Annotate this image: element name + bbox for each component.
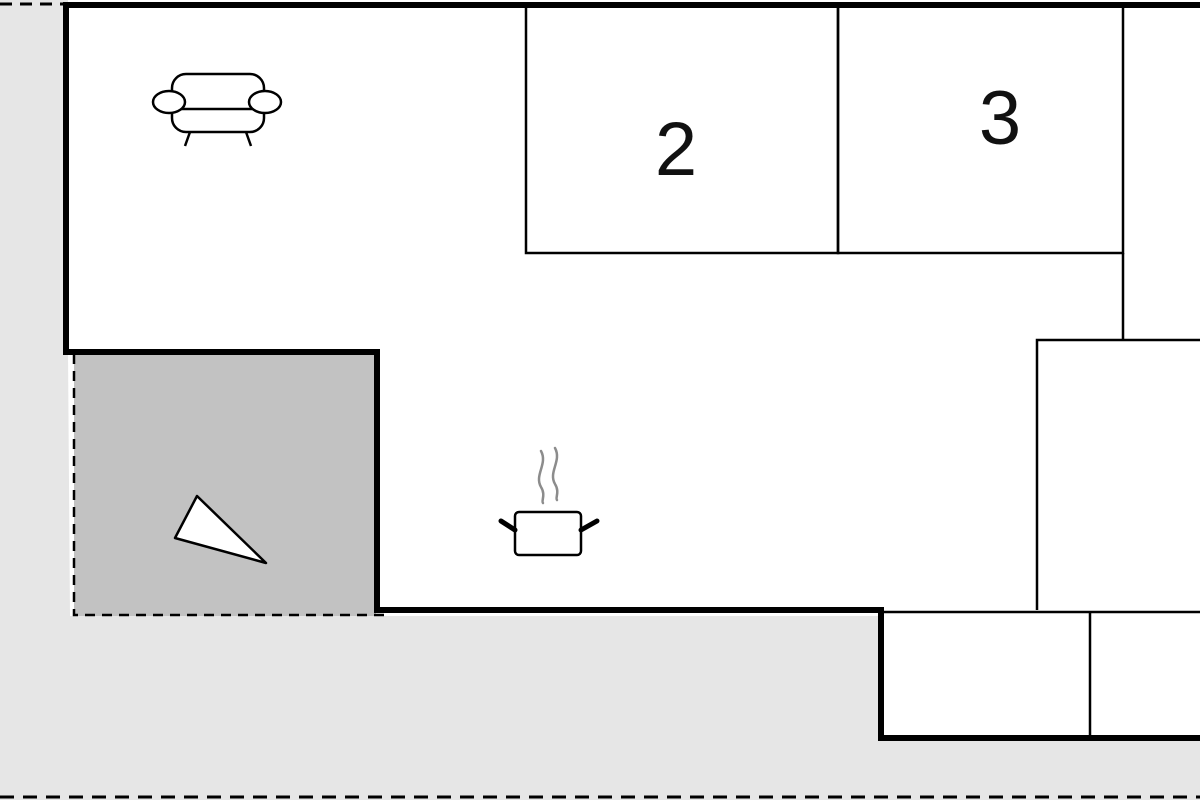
side-room xyxy=(1035,338,1200,610)
armchair-icon xyxy=(151,72,283,147)
compass-icon xyxy=(173,494,268,565)
room-3-label: 3 xyxy=(979,76,1021,161)
house-floor xyxy=(68,5,1200,738)
terrace xyxy=(74,354,376,616)
room-2-label: 2 xyxy=(655,107,697,192)
exterior-wall xyxy=(63,2,1200,741)
cooking-pot-icon xyxy=(498,446,600,557)
terrace-dashed-edge xyxy=(72,354,385,617)
